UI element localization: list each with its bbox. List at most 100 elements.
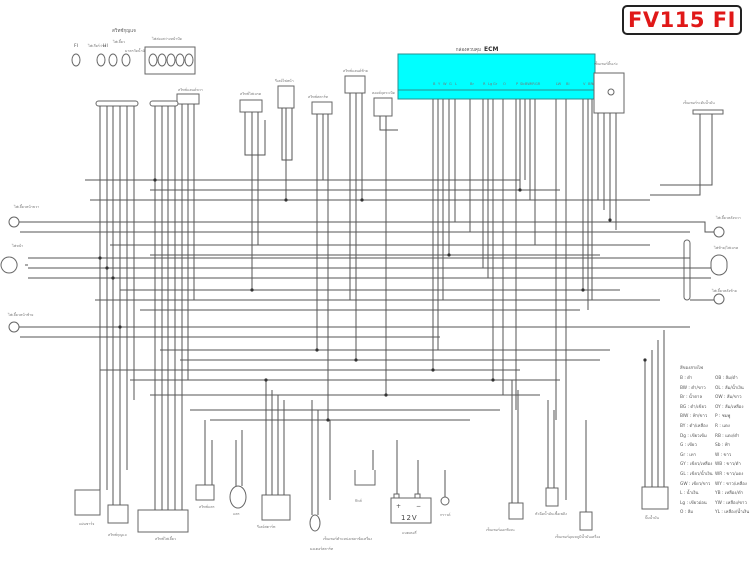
headlight-relay-label: รีเลย์ไฟหน้า <box>275 78 294 83</box>
legend-item: WY : ขาว/เหลือง <box>715 481 747 487</box>
legend-color-name: ฟ้า/ขาว <box>692 414 708 420</box>
wire-junction <box>315 348 319 352</box>
legend-item: OL : ส้ม/น้ำเงิน <box>715 385 744 391</box>
legend-code: WY <box>715 481 722 487</box>
legend-code: YB <box>715 491 721 497</box>
legend-code: BW <box>680 385 688 391</box>
fuel-pump-label: ปั๊มน้ำมัน <box>645 514 660 520</box>
legend-color-name: ดำ <box>687 376 693 381</box>
legend-item: RB : แดง/ดำ <box>715 433 740 439</box>
ecm-pin-label: Br <box>470 82 474 86</box>
top-right-components: เซ็นเซอร์ลิ้นเร่ง เซ็นเซอร์ระดับน้ำมัน <box>593 60 724 115</box>
wire <box>690 221 714 233</box>
connector-left-1 <box>95 100 139 107</box>
legend-color-name: เขียว/ขาว <box>691 481 711 487</box>
rectifier <box>74 489 101 516</box>
legend-item: YL : เหลือง/น้ำเงิน <box>715 510 750 516</box>
legend-color-name: เขียวอ่อน <box>689 500 707 506</box>
front-turn-left-lamp <box>8 321 20 333</box>
starter-motor <box>309 514 321 532</box>
legend-color-name: น้ำเงิน <box>686 491 699 497</box>
wire-junction <box>105 266 109 270</box>
legend-item: BW : ดำ/ขาว <box>680 385 706 391</box>
legend-code: YW <box>715 500 722 506</box>
legend-color-name: เขียวเข้ม <box>690 433 707 439</box>
legend-code: Lg <box>680 500 686 506</box>
meter-lamp <box>108 53 118 67</box>
legend-code: Gr <box>680 452 686 458</box>
main-switch-label: สวิทช์กุญแจ <box>108 533 127 538</box>
legend-code: B <box>680 376 683 381</box>
meter-lamps-label: ไฟส่องสว่างหน้าปัด <box>151 36 183 41</box>
legend-code: RB <box>715 433 721 439</box>
junctions <box>98 178 647 422</box>
wire <box>379 116 398 131</box>
ecm-pin-label: O <box>503 82 506 86</box>
legend-color-name: ขาว/เหลือง <box>726 481 747 487</box>
legend-code: OY <box>715 404 721 410</box>
legend-item: BG : ดำ/เขียว <box>680 404 707 410</box>
ecm-pin-label: P <box>516 82 519 86</box>
legend-color-name: ดำ/ขาว <box>691 385 706 391</box>
legend-code: Br <box>680 395 685 401</box>
legend-color-name: ขาว/ดำ <box>726 462 741 468</box>
ecm-pin-label: BW <box>525 82 531 86</box>
horn-label: แตร <box>233 512 240 516</box>
turn-switch <box>137 509 189 533</box>
legend-item: GY : เขียว/เหลือง <box>680 462 713 468</box>
wire-junction <box>608 218 612 222</box>
legend-code: OL <box>715 385 721 391</box>
connector-left-2 <box>149 100 179 107</box>
o2-sensor <box>508 502 524 520</box>
meter-cluster: สวิทช์กุญแจ FI HI ไฟเกียร์ว่าง ไฟเลี้ยว … <box>71 27 203 107</box>
fuel-meter-label: มาตรวัดน้ำมัน <box>125 48 148 53</box>
ecm-label: ECM <box>484 46 499 53</box>
legend-color-name: ฟ้า <box>724 443 731 449</box>
wires <box>19 93 714 515</box>
ecm-box <box>397 53 596 100</box>
legend-code: Dg <box>680 433 687 439</box>
legend-code: WR <box>715 471 723 477</box>
wire-junction <box>643 358 647 362</box>
legend-color-name: เขียว <box>687 443 697 449</box>
wire-junction <box>581 288 585 292</box>
ecm-pin-label: R <box>483 82 486 86</box>
legend-color-name: เหลือง/ขาว <box>726 500 747 506</box>
neutral-lamp-label: ไฟเกียร์ว่าง <box>87 43 106 48</box>
right-lamps: ไฟเลี้ยวหลังขวา ไฟท้าย/ไฟเบรค ไฟเลี้ยวหล… <box>683 215 741 305</box>
legend-code: GL <box>680 471 686 477</box>
legend-item: WB : ขาว/ดำ <box>715 462 741 468</box>
ignition-coil-label: คอยล์จุดระเบิด <box>372 91 396 96</box>
fuse <box>354 470 376 486</box>
start-switch <box>311 101 333 115</box>
wire <box>244 112 266 156</box>
legend-color-name: เทา <box>689 452 697 458</box>
legend-item: Sb : ฟ้า <box>715 443 731 449</box>
legend-color-name: แดง <box>722 423 730 429</box>
headlight-label: ไฟหน้า <box>11 243 23 248</box>
legend-item: G : เขียว <box>680 443 697 449</box>
meter-lamp <box>166 53 176 67</box>
battery-terminal-plus <box>393 493 400 499</box>
ecm-pin-label: G <box>449 82 452 86</box>
injector <box>545 487 559 507</box>
legend-item: Br : น้ำตาล <box>680 395 703 401</box>
legend-color-name: ส้ม <box>687 510 694 516</box>
legend-code: W <box>715 452 720 458</box>
o2-sensor-label: เซ็นเซอร์ออกซิเจน <box>486 526 515 532</box>
battery <box>390 497 432 524</box>
wire-junction <box>98 256 102 260</box>
legend-code: GY <box>680 462 686 468</box>
legend-code: BlW <box>680 414 689 420</box>
meter-cluster-label: สวิทช์กุญแจ <box>112 27 136 34</box>
battery-plus-sign: + <box>396 503 401 510</box>
fuel-level-sensor <box>692 109 724 115</box>
legend-code: WB <box>715 462 723 468</box>
battery-voltage: 12V <box>401 514 418 522</box>
crank-sensor-label: เซ็นเซอร์ตำแหน่งเพลาข้อเหวี่ยง <box>323 535 372 541</box>
legend-item: BY : ดำ/เหลือง <box>680 423 708 429</box>
battery-label: แบตเตอรี่ <box>402 530 417 535</box>
headlight-lamp <box>0 256 18 274</box>
meter-lamp <box>184 53 194 67</box>
